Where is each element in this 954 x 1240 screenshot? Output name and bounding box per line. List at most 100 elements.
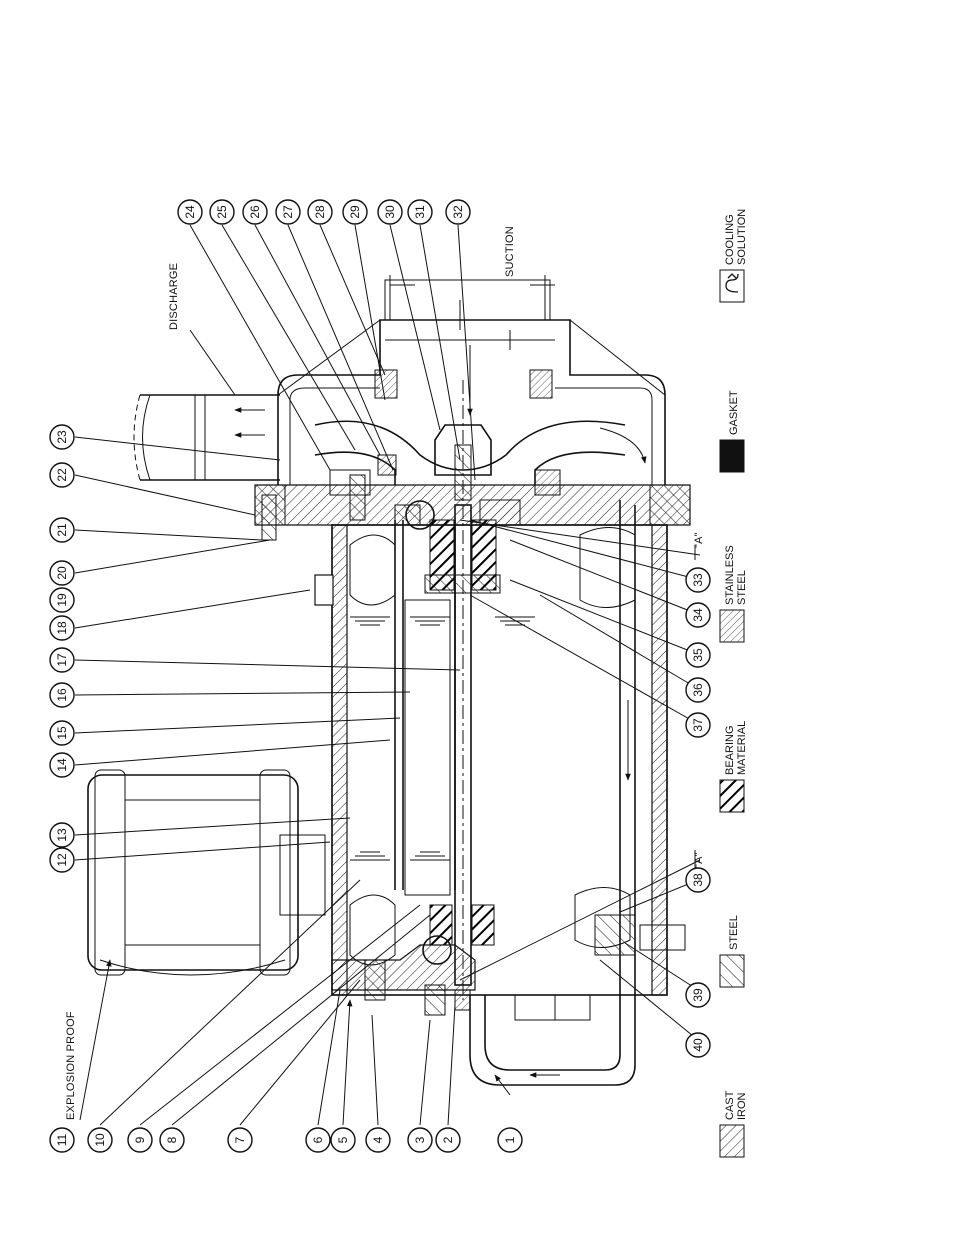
callout-24: 24 (178, 200, 202, 224)
suction-label: SUCTION (504, 226, 516, 277)
callout-22: 22 (50, 463, 74, 487)
svg-text:SOLUTION: SOLUTION (736, 209, 748, 265)
callout-32: 32 (446, 200, 470, 224)
callout-8: 8 (160, 1128, 184, 1152)
callout-11: 11 (50, 1128, 74, 1152)
callout-number: 29 (348, 205, 362, 219)
callout-16: 16 (50, 683, 74, 707)
section-a-label-bottom: "A" (693, 852, 705, 868)
callout-number: 16 (55, 688, 69, 702)
callout-28: 28 (308, 200, 332, 224)
legend-cast-iron: CAST IRON (720, 1090, 748, 1157)
callout-12: 12 (50, 848, 74, 872)
legend-stainless-steel: STAINLESS STEEL (720, 545, 748, 642)
callout-number: 14 (55, 758, 69, 772)
callout-number: 20 (55, 566, 69, 580)
callout-26: 26 (243, 200, 267, 224)
callout-number: 6 (311, 1136, 325, 1143)
legend-steel: STEEL (720, 915, 744, 987)
callout-29: 29 (343, 200, 367, 224)
callout-15: 15 (50, 721, 74, 745)
explosion-proof-box (88, 770, 325, 975)
callout-number: 23 (55, 430, 69, 444)
svg-text:GASKET: GASKET (728, 390, 740, 435)
callout-number: 40 (691, 1038, 705, 1052)
discharge-label: DISCHARGE (168, 263, 180, 330)
callout-number: 27 (281, 205, 295, 219)
callout-number: 15 (55, 726, 69, 740)
svg-text:COOLING: COOLING (724, 214, 736, 265)
callout-number: 13 (55, 828, 69, 842)
callout-number: 1 (503, 1136, 517, 1143)
callout-number: 10 (93, 1133, 107, 1147)
callout-number: 31 (413, 205, 427, 219)
svg-text:MATERIAL: MATERIAL (736, 721, 748, 775)
callout-number: 3 (413, 1136, 427, 1143)
callout-number: 8 (165, 1136, 179, 1143)
callout-1: 1 (498, 1128, 522, 1152)
callout-4: 4 (366, 1128, 390, 1152)
callout-17: 17 (50, 648, 74, 672)
svg-text:STAINLESS: STAINLESS (724, 545, 736, 605)
callout-number: 25 (215, 205, 229, 219)
callout-39: 39 (686, 983, 710, 1007)
callout-2: 2 (436, 1128, 460, 1152)
callout-10: 10 (88, 1128, 112, 1152)
callout-number: 18 (55, 621, 69, 635)
callout-14: 14 (50, 753, 74, 777)
callout-9: 9 (128, 1128, 152, 1152)
pump-body (85, 270, 700, 1085)
callout-number: 36 (691, 683, 705, 697)
callout-number: 2 (441, 1136, 455, 1143)
callout-19: 19 (50, 588, 74, 612)
svg-text:CAST: CAST (724, 1090, 736, 1120)
callout-number: 4 (371, 1136, 385, 1143)
callout-13: 13 (50, 823, 74, 847)
callout-36: 36 (686, 678, 710, 702)
callout-number: 34 (691, 608, 705, 622)
legend: CAST IRON STEEL BEARING MATERIAL STAINLE… (720, 209, 748, 1157)
callout-20: 20 (50, 561, 74, 585)
svg-text:IRON: IRON (736, 1092, 748, 1120)
legend-bearing-material: BEARING MATERIAL (720, 721, 748, 812)
callout-3: 3 (408, 1128, 432, 1152)
callout-35: 35 (686, 643, 710, 667)
callout-number: 26 (248, 205, 262, 219)
callout-6: 6 (306, 1128, 330, 1152)
callout-40: 40 (686, 1033, 710, 1057)
svg-text:STEEL: STEEL (728, 915, 740, 950)
callout-number: 38 (691, 873, 705, 887)
callout-18: 18 (50, 616, 74, 640)
callout-number: 28 (313, 205, 327, 219)
section-a-label-top: "A" (693, 532, 705, 548)
callout-number: 22 (55, 468, 69, 482)
callout-30: 30 (378, 200, 402, 224)
callout-number: 9 (133, 1136, 147, 1143)
legend-cooling-solution: COOLING SOLUTION (720, 209, 748, 302)
explosion-proof-label: EXPLOSION PROOF (65, 1011, 77, 1120)
callout-number: 7 (233, 1136, 247, 1143)
callout-number: 32 (451, 205, 465, 219)
callout-number: 21 (55, 523, 69, 537)
callout-number: 5 (336, 1136, 350, 1143)
callout-number: 19 (55, 593, 69, 607)
svg-text:STEEL: STEEL (736, 570, 748, 605)
callout-38: 38 (686, 868, 710, 892)
callout-number: 17 (55, 653, 69, 667)
callout-number: 39 (691, 988, 705, 1002)
callout-23: 23 (50, 425, 74, 449)
callout-number: 35 (691, 648, 705, 662)
callout-number: 37 (691, 718, 705, 732)
callout-5: 5 (331, 1128, 355, 1152)
callout-27: 27 (276, 200, 300, 224)
callout-number: 11 (55, 1133, 69, 1146)
callout-37: 37 (686, 713, 710, 737)
junction-box (85, 555, 91, 561)
legend-gasket: GASKET (720, 390, 744, 472)
callout-number: 30 (383, 205, 397, 219)
callout-31: 31 (408, 200, 432, 224)
svg-text:BEARING: BEARING (724, 725, 736, 775)
callout-34: 34 (686, 603, 710, 627)
